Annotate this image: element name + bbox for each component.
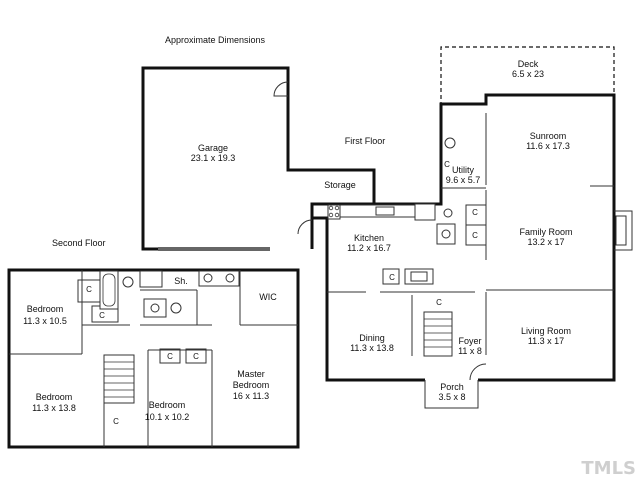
closet-marker: C	[444, 160, 450, 169]
vanity-sink	[203, 273, 213, 283]
shower-label: Sh.	[174, 276, 188, 286]
fireplace-hearth	[615, 215, 627, 246]
kitchen-dims: 11.2 x 16.7	[347, 243, 391, 253]
garage-label: Garage	[198, 143, 228, 153]
burner	[334, 212, 340, 218]
fireplace	[614, 210, 633, 251]
first-floor: Deck 6.5 x 23 Garage 23.1 x 19.3 First F…	[141, 46, 633, 409]
entry-door-swing	[469, 363, 487, 381]
closet-marker: C	[86, 285, 92, 294]
hall-vanity	[143, 298, 167, 318]
utility-dims: 9.6 x 5.7	[446, 175, 481, 185]
deck-outline	[440, 46, 615, 127]
second-floor-label: Second Floor	[52, 238, 106, 248]
closet-box	[465, 224, 487, 246]
family-room-label: Family Room	[519, 227, 572, 237]
foyer-label: Foyer	[458, 336, 481, 346]
sunroom-dims: 11.6 x 17.3	[526, 141, 570, 151]
foyer-dims: 11 x 8	[458, 346, 482, 356]
bedroom-c-label: Bedroom	[149, 400, 186, 410]
kitchen-label: Kitchen	[354, 233, 384, 243]
second-floor-outer-wall	[7, 268, 300, 449]
porch-label: Porch	[440, 382, 464, 392]
master-bedroom-label-line2: Bedroom	[233, 380, 270, 390]
shower-stall	[139, 270, 163, 288]
closet-box	[185, 348, 207, 364]
stairs-first-floor	[423, 311, 453, 357]
utility-label: Utility	[452, 165, 474, 175]
closet-marker: C	[472, 208, 478, 217]
closet-marker: C	[193, 352, 199, 361]
garage-entry-door-swing	[273, 81, 289, 97]
half-bath-toilet	[443, 208, 453, 218]
dining-dims: 11.3 x 13.8	[350, 343, 394, 353]
burner	[328, 205, 334, 211]
bedroom-a-label: Bedroom	[27, 304, 64, 314]
half-bath-sink	[441, 229, 451, 239]
wic-label: WIC	[259, 292, 277, 302]
kitchen-door-swing	[297, 219, 313, 235]
bedroom-b-label: Bedroom	[36, 392, 73, 402]
porch-outline	[424, 380, 479, 409]
bedroom-a-dims: 11.3 x 10.5	[23, 316, 67, 326]
pantry-c	[382, 268, 400, 285]
closet-box	[159, 348, 181, 364]
bathtub	[99, 270, 119, 310]
stairs-second-floor	[103, 354, 135, 404]
deck-label: Deck	[518, 59, 539, 69]
garage-wall	[141, 66, 376, 251]
bathtub-inner	[102, 273, 116, 307]
closet-marker: C	[167, 352, 173, 361]
master-vanity	[198, 270, 240, 287]
kitchen-sink	[375, 206, 395, 216]
closet-marker: C	[436, 298, 442, 307]
utility-sink	[444, 137, 456, 149]
closet-marker: C	[113, 417, 119, 426]
closet-marker: C	[99, 311, 105, 320]
bedroom-b-dims: 11.3 x 13.8	[32, 403, 76, 413]
deck-dims: 6.5 x 23	[512, 69, 544, 79]
burner	[334, 205, 340, 211]
half-bath-vanity	[436, 223, 456, 245]
burner	[328, 212, 334, 218]
toilet	[170, 302, 182, 314]
closet-marker: C	[472, 231, 478, 240]
garage-dims: 23.1 x 19.3	[191, 153, 236, 163]
plan-title: Approximate Dimensions	[165, 35, 266, 45]
family-room-dims: 13.2 x 17	[527, 237, 564, 247]
living-room-dims: 11.3 x 17	[528, 336, 564, 346]
closet-marker: C	[389, 273, 395, 282]
master-bedroom-label: Master	[237, 369, 265, 379]
toilet	[122, 276, 134, 288]
vanity-sink	[225, 273, 235, 283]
bedroom-c-dims: 10.1 x 10.2	[145, 412, 190, 422]
first-floor-label: First Floor	[345, 136, 386, 146]
refrigerator	[414, 203, 436, 221]
sunroom-label: Sunroom	[530, 131, 567, 141]
house-outer-wall	[310, 93, 616, 382]
porch-dims: 3.5 x 8	[438, 392, 465, 402]
tmls-watermark: TMLS	[581, 458, 636, 479]
second-floor: Second Floor	[7, 238, 300, 449]
island-sink	[410, 271, 428, 282]
living-room-label: Living Room	[521, 326, 571, 336]
hall-sink	[150, 303, 160, 313]
dining-label: Dining	[359, 333, 385, 343]
storage-label: Storage	[324, 180, 356, 190]
master-bedroom-dims: 16 x 11.3	[233, 391, 269, 401]
